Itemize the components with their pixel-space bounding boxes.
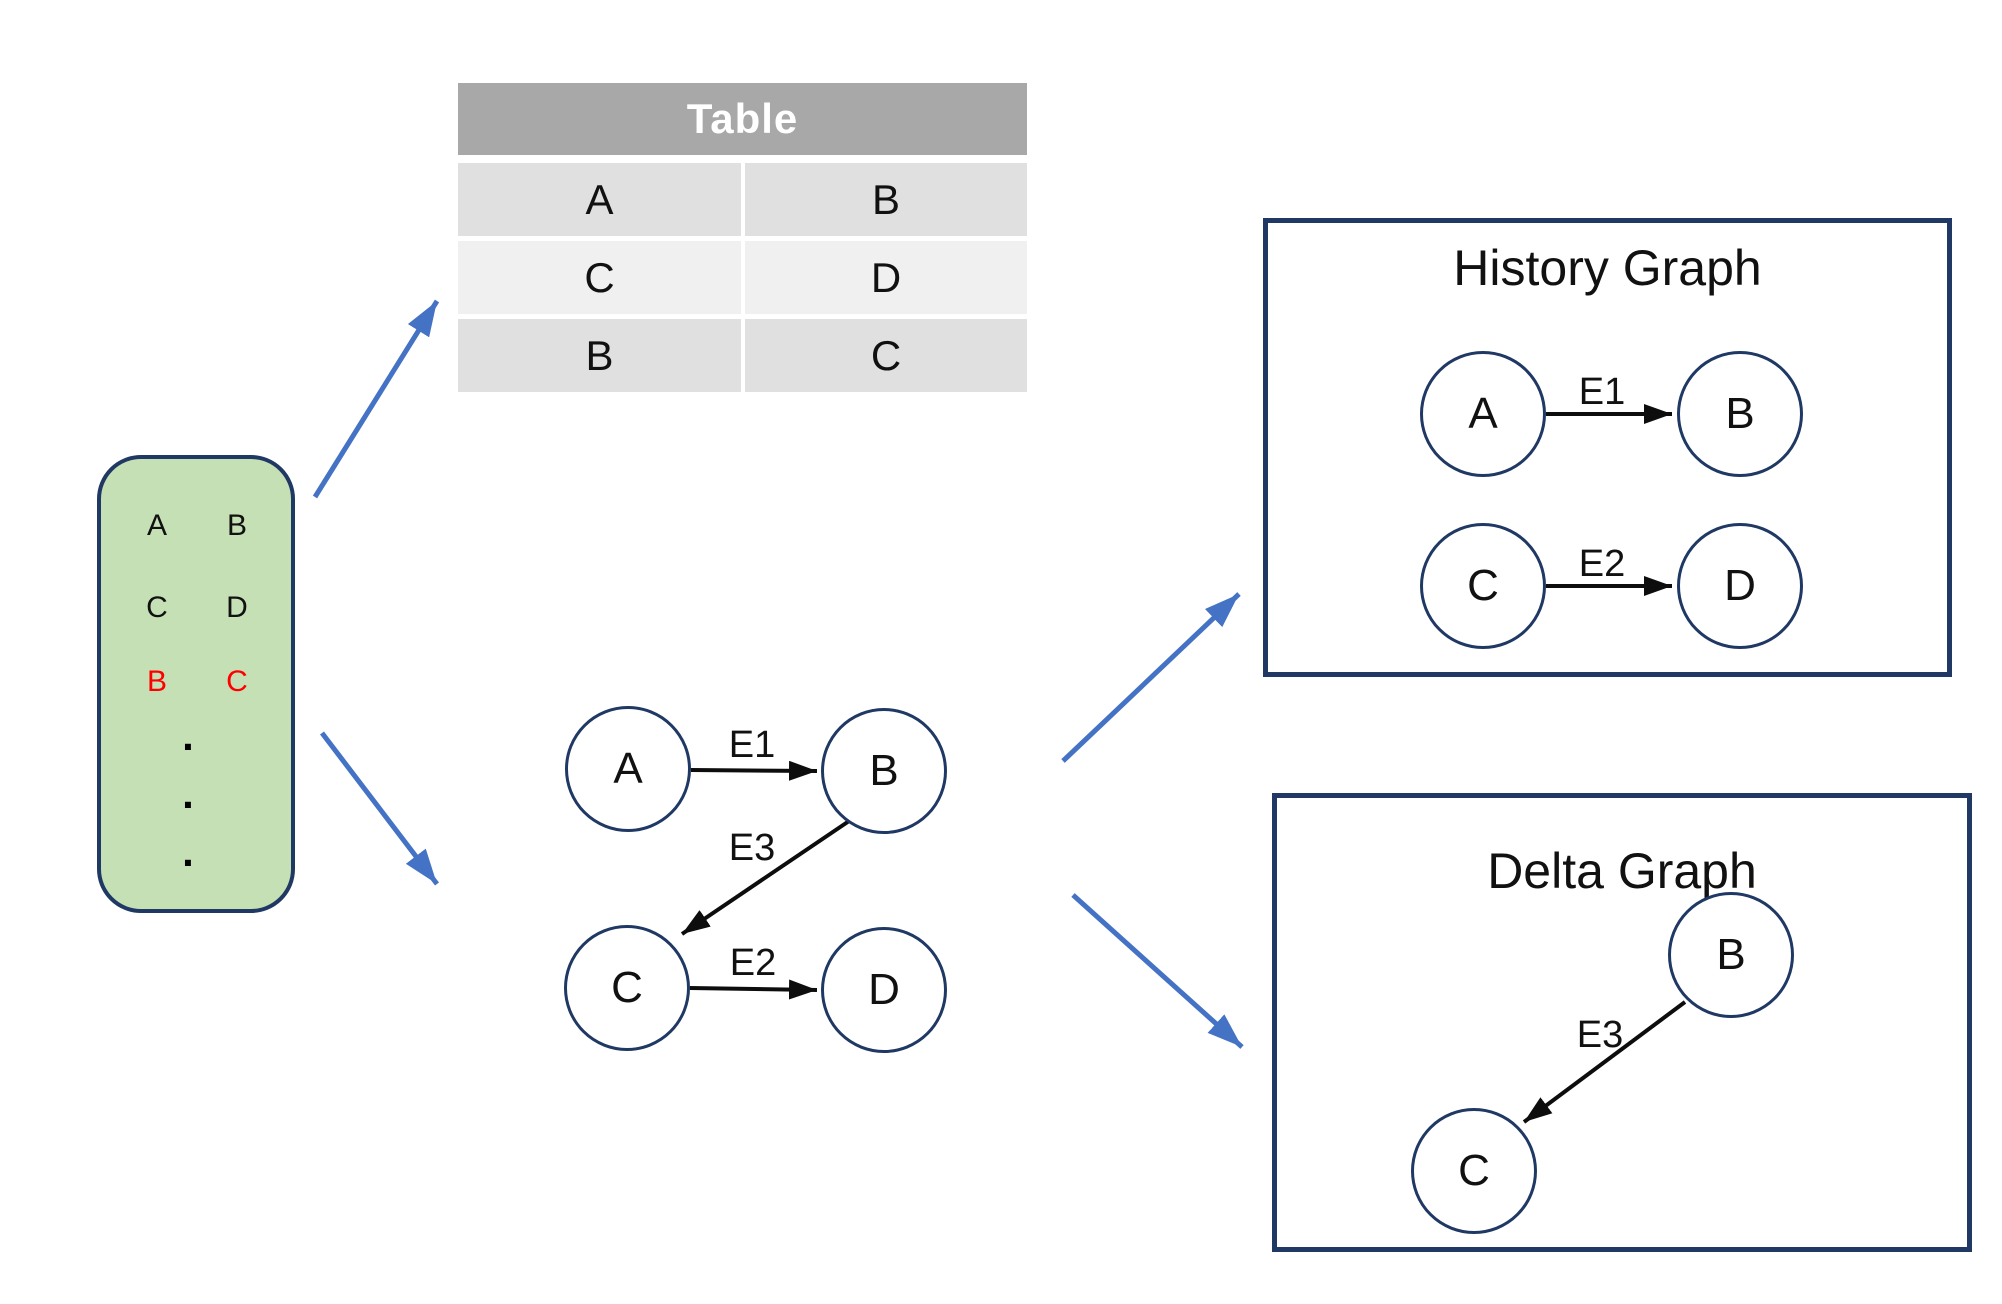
table-cell: B	[458, 319, 741, 392]
history-node-a: A	[1420, 351, 1546, 477]
delta-edge-label-e3: E3	[1576, 1014, 1624, 1056]
blue-arrow-graph-to-delta	[1071, 893, 1244, 1049]
table-cell: C	[745, 319, 1027, 392]
blue-arrow-list-to-graph	[320, 731, 439, 886]
edge-list-cell: C	[146, 591, 168, 624]
delta-node-b: B	[1668, 892, 1794, 1018]
delta-graph-box: Delta Graph	[1272, 793, 1972, 1252]
edge-list-panel: A B C D B C . . .	[97, 455, 295, 913]
graph-node-c: C	[564, 925, 690, 1051]
table-cell: B	[745, 163, 1027, 236]
graph-edge-e1	[690, 760, 818, 781]
history-graph-box: History Graph	[1263, 218, 1952, 677]
graph-node-b: B	[821, 708, 947, 834]
ellipsis-dot: .	[182, 712, 194, 759]
edge-list-cell: D	[226, 591, 248, 624]
edge-list-cell-highlighted: C	[226, 665, 248, 698]
table-header: Table	[458, 83, 1027, 155]
edge-list-cell-highlighted: B	[146, 665, 168, 698]
delta-edge-e3	[1522, 1000, 1687, 1124]
table-body: A B C D B C	[458, 163, 1027, 392]
graph-edge-e3	[680, 815, 857, 936]
graph-node-a: A	[565, 706, 691, 832]
history-node-d: D	[1677, 523, 1803, 649]
history-node-b: B	[1677, 351, 1803, 477]
table-cell: C	[458, 241, 741, 314]
table-cell: D	[745, 241, 1027, 314]
history-node-c: C	[1420, 523, 1546, 649]
ellipsis-dot: .	[182, 828, 194, 875]
table-panel: Table A B C D B C	[458, 83, 1027, 392]
history-graph-title: History Graph	[1453, 240, 1762, 296]
ellipsis-dot: .	[182, 770, 194, 817]
graph-edge-label-e3: E3	[728, 827, 776, 869]
history-edge-label-e2: E2	[1578, 543, 1626, 585]
graph-node-d: D	[821, 927, 947, 1053]
graph-edge-label-e1: E1	[728, 724, 776, 766]
table-cell: A	[458, 163, 741, 236]
blue-arrow-graph-to-history	[1061, 592, 1241, 763]
delta-node-c: C	[1411, 1108, 1537, 1234]
history-edge-label-e1: E1	[1578, 371, 1626, 413]
edge-list-cell: A	[146, 509, 168, 542]
graph-edge-label-e2: E2	[729, 942, 777, 984]
edge-list-cell: B	[226, 509, 248, 542]
blue-arrow-list-to-table	[312, 299, 440, 499]
delta-graph-title: Delta Graph	[1487, 843, 1757, 899]
graph-edge-e2	[689, 979, 818, 1000]
